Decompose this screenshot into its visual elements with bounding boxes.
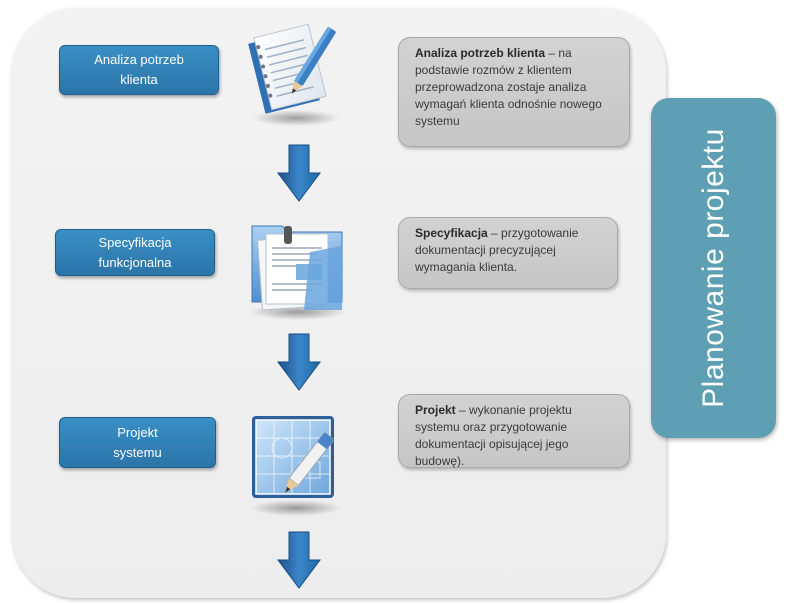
notepad-pen-icon <box>248 23 340 126</box>
phase-label-box: Planowanie projektu <box>651 98 776 438</box>
down-arrow-icon <box>277 333 321 391</box>
blueprint-pen-icon <box>250 416 342 516</box>
description-term: Specyfikacja <box>415 226 488 240</box>
description-text: – przygotowanie dokumentacji precyzujące… <box>415 226 579 274</box>
step-projekt-systemu: Projekt systemu <box>59 417 216 468</box>
description-projekt: Projekt – wykonanie projektu systemu ora… <box>398 394 630 468</box>
phase-label: Planowanie projektu <box>696 128 730 408</box>
down-arrow-icon <box>277 144 321 202</box>
step-specyfikacja-funkcjonalna: Specyfikacja funkcjonalna <box>55 229 215 276</box>
folder-documents-icon <box>250 225 346 320</box>
description-text: – na podstawie rozmów z klientem przepro… <box>415 46 602 128</box>
description-text: – wykonanie projektu systemu oraz przygo… <box>415 403 572 468</box>
description-term: Analiza potrzeb klienta <box>415 46 546 60</box>
description-specyfikacja: Specyfikacja – przygotowanie dokumentacj… <box>398 217 618 289</box>
step-analiza-potrzeb: Analiza potrzeb klienta <box>59 45 219 95</box>
description-term: Projekt <box>415 403 456 417</box>
description-analiza: Analiza potrzeb klienta – na podstawie r… <box>398 37 630 147</box>
down-arrow-icon <box>277 531 321 589</box>
